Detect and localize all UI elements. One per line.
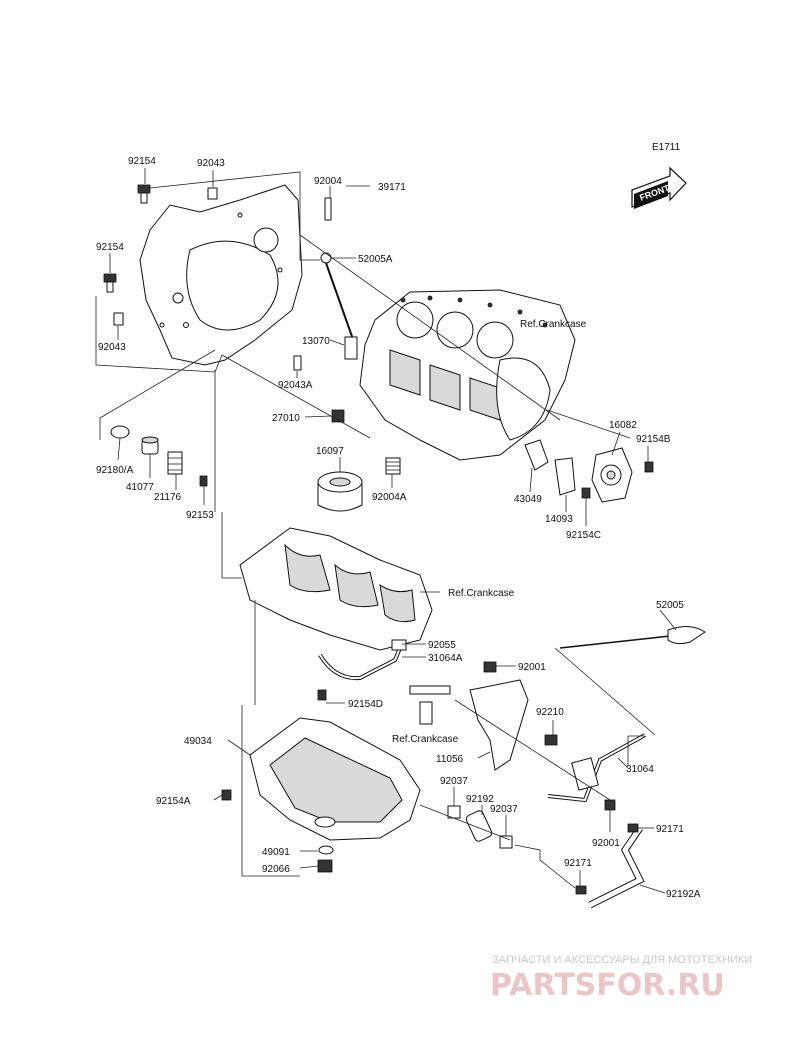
watermark-tagline: ЗАПЧАСТИ И АКСЕССУАРЫ ДЛЯ МОТОТЕХНИКИ (492, 954, 752, 966)
label-92001-top: 92001 (518, 662, 546, 673)
label-16082: 16082 (609, 420, 637, 431)
label-27010: 27010 (272, 413, 300, 424)
oil-pan-49034 (249, 717, 421, 841)
collar-92210 (544, 734, 558, 746)
stud-11056 (409, 685, 451, 725)
label-11056: 11056 (436, 754, 464, 765)
label-43049: 43049 (514, 494, 542, 505)
pump-16082 (591, 447, 633, 503)
crankcase-lower (239, 527, 433, 651)
label-92154: 92154 (128, 156, 156, 167)
label-92004: 92004 (314, 176, 342, 187)
dipstick-52005 (559, 626, 706, 649)
bolt-92154-mid (103, 273, 117, 293)
stud-92004 (324, 197, 332, 221)
label-31064a: 31064A (428, 653, 463, 664)
pin-92043-top (207, 187, 218, 200)
label-92001-bot: 92001 (592, 838, 620, 849)
label-52005a: 52005A (358, 254, 393, 265)
front-arrow-icon: FRONT (631, 166, 687, 209)
bracket-43049 (524, 439, 549, 471)
label-49034: 49034 (184, 736, 212, 747)
label-92043: 92043 (197, 158, 225, 169)
clamp-92171-right (627, 823, 639, 833)
hose-92192a (588, 826, 645, 909)
label-92154b: 92154B (636, 434, 671, 445)
label-16097: 16097 (316, 446, 344, 457)
relief-valve-leader (99, 349, 216, 419)
clamp-92037-right (499, 835, 513, 849)
label-92154a: 92154A (156, 796, 191, 807)
pipe-31064 (547, 733, 646, 803)
bolt-92154d (317, 689, 327, 701)
bolt-92154a (221, 789, 232, 801)
oring-92180a (110, 425, 130, 439)
callout-frame-top (149, 171, 320, 261)
label-92154-mid: 92154 (96, 242, 124, 253)
label-14093: 14093 (545, 514, 573, 525)
label-49091: 49091 (262, 847, 290, 858)
callout-frame-left (95, 296, 223, 373)
label-92153: 92153 (186, 510, 214, 521)
pipe-31064a (318, 639, 407, 681)
label-92192a: 92192A (666, 889, 701, 900)
bolt-92154c (581, 487, 591, 499)
nut-92001-bot (604, 799, 616, 811)
rear-plate-39171 (139, 184, 303, 366)
label-92154d: 92154D (348, 699, 383, 710)
hose-92192 (465, 810, 493, 842)
label-92004a: 92004A (372, 492, 407, 503)
label-ref-crankcase-mid: Ref.Crankcase (448, 588, 515, 599)
watermark-brand: PARTSFOR.RU (490, 968, 725, 1003)
label-92037-left: 92037 (440, 776, 468, 787)
stud-92004a (385, 457, 401, 475)
nut-92001-top (483, 661, 497, 673)
oil-pan-bracket (241, 705, 300, 877)
label-92180a: 92180/A (96, 465, 134, 476)
pin-92043-bot (113, 312, 124, 326)
oil-filter-16097 (317, 471, 363, 512)
bracket-11056 (469, 679, 529, 771)
bracket-14093 (554, 457, 576, 496)
valve-21176 (167, 451, 183, 475)
label-92066: 92066 (262, 864, 290, 875)
label-52005: 52005 (656, 600, 684, 611)
label-21176: 21176 (154, 492, 182, 503)
label-13070: 13070 (302, 336, 330, 347)
bolt-92153 (199, 475, 208, 487)
gasket-49091 (318, 845, 334, 855)
label-92043-bot: 92043 (98, 342, 126, 353)
guide-13070 (344, 336, 358, 360)
label-92043a: 92043A (278, 380, 313, 391)
drain-plug-92066 (317, 859, 333, 873)
label-41077: 41077 (126, 482, 154, 493)
bolt-92154-top (137, 184, 151, 204)
pin-92043a (293, 355, 302, 371)
label-92037-right: 92037 (490, 804, 518, 815)
label-39171: 39171 (378, 182, 406, 193)
label-ref-crankcase-top: Ref.Crankcase (520, 319, 587, 330)
label-92171-right: 92171 (656, 824, 684, 835)
pressure-switch-27010 (331, 409, 345, 423)
label-92171-bot: 92171 (564, 858, 592, 869)
plug-41077 (141, 436, 159, 455)
label-92210: 92210 (536, 707, 564, 718)
dipstick-52005a (320, 252, 356, 346)
crankcase-upper (359, 289, 576, 461)
label-ref-crankcase-bot: Ref.Crankcase (392, 734, 459, 745)
label-92154c: 92154C (566, 530, 601, 541)
label-31064: 31064 (626, 764, 654, 775)
bolt-92154b (644, 461, 654, 473)
diagram-code: E1711 (652, 142, 681, 153)
clamp-92171-bot (575, 885, 587, 895)
label-92192: 92192 (466, 794, 494, 805)
label-92055: 92055 (428, 640, 456, 651)
